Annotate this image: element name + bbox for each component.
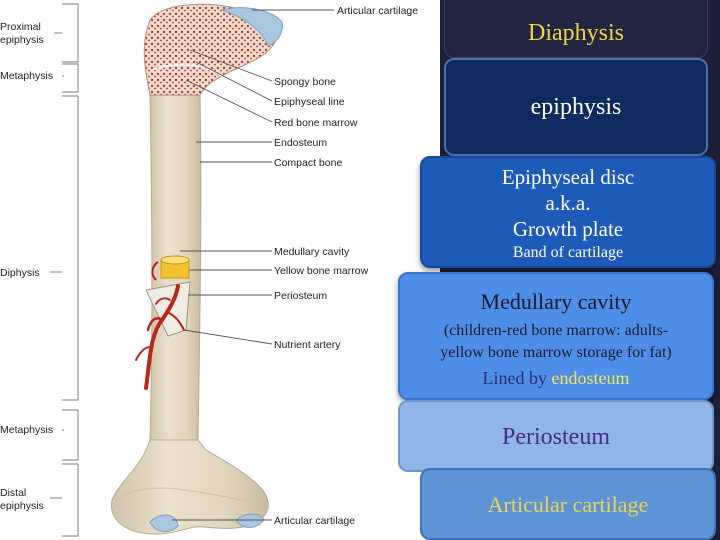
articular-cartilage-top-shape: [220, 7, 283, 47]
label-metaphysis-top: Metaphysis: [0, 70, 53, 82]
box-diaphysis: Diaphysis: [444, 0, 708, 58]
box-medullary-sub-line1: (children-red bone marrow: adults-: [443, 322, 669, 339]
label-distal-epiphysis-1: Distal: [0, 487, 26, 499]
left-brackets: [62, 3, 79, 537]
box-epiphyseal-disc-growth-plate: Growth plate: [512, 217, 624, 241]
label-diaphysis: Diphysis: [0, 267, 40, 279]
label-distal-epiphysis-2: epiphysis: [0, 500, 44, 512]
box-medullary-sub-line2: yellow bone marrow storage for fat): [440, 344, 672, 361]
box-epiphyseal-disc-band: Band of cartilage: [512, 244, 624, 261]
label-proximal-epiphysis-2: epiphysis: [0, 34, 44, 46]
box-diaphysis-text: Diaphysis: [528, 20, 624, 46]
label-spongy-bone: Spongy bone: [274, 76, 336, 88]
label-metaphysis-bottom: Metaphysis: [0, 424, 53, 436]
box-medullary-lined-prefix: Lined by: [482, 368, 552, 388]
label-endosteum: Endosteum: [274, 137, 327, 149]
box-medullary-sub: (children-red bone marrow: adults- yello…: [400, 320, 712, 364]
label-proximal-epiphysis-1: Proximal: [0, 21, 41, 33]
box-epiphyseal-disc-aka: a.k.a.: [545, 191, 591, 215]
label-articular-cartilage-top: Articular cartilage: [337, 5, 418, 17]
label-medullary-cavity: Medullary cavity: [274, 246, 350, 258]
box-medullary-endosteum: endosteum: [551, 368, 630, 388]
box-epiphyseal-disc: Epiphyseal disc a.k.a. Growth plate Band…: [420, 156, 716, 268]
label-periosteum: Periosteum: [274, 290, 327, 302]
left-label-connectors: [50, 32, 64, 499]
label-compact-bone: Compact bone: [274, 157, 342, 169]
box-periosteum-text: Periosteum: [502, 424, 610, 450]
box-epiphysis: epiphysis: [444, 58, 708, 156]
nutrient-artery-shape: [135, 284, 185, 390]
label-yellow-bone-marrow: Yellow bone marrow: [274, 265, 369, 277]
label-red-bone-marrow: Red bone marrow: [274, 117, 358, 129]
box-articular-cartilage: Articular cartilage: [420, 468, 716, 540]
box-medullary-title: Medullary cavity: [480, 289, 632, 314]
distal-epiphysis-shape: [110, 439, 269, 535]
bone-illustration: Proximal epiphysis Metaphysis Diphysis M…: [0, 3, 418, 537]
label-nutrient-artery: Nutrient artery: [274, 339, 341, 351]
label-epiphyseal-line: Epiphyseal line: [274, 96, 345, 108]
articular-cartilage-bottom-shape: [149, 514, 179, 532]
label-articular-cartilage-bottom: Articular cartilage: [274, 515, 355, 527]
box-medullary-cavity: Medullary cavity (children-red bone marr…: [398, 272, 714, 400]
box-epiphysis-text: epiphysis: [530, 94, 622, 120]
box-articular-cartilage-text: Articular cartilage: [487, 492, 649, 517]
right-leader-lines: [172, 9, 334, 521]
box-medullary-lined: Lined by endosteum: [400, 366, 712, 390]
box-periosteum: Periosteum: [398, 400, 714, 472]
bone-diagram: Proximal epiphysis Metaphysis Diphysis M…: [0, 0, 440, 540]
yellow-bone-marrow-shape: [160, 255, 190, 279]
box-epiphyseal-disc-title: Epiphyseal disc: [501, 165, 635, 189]
